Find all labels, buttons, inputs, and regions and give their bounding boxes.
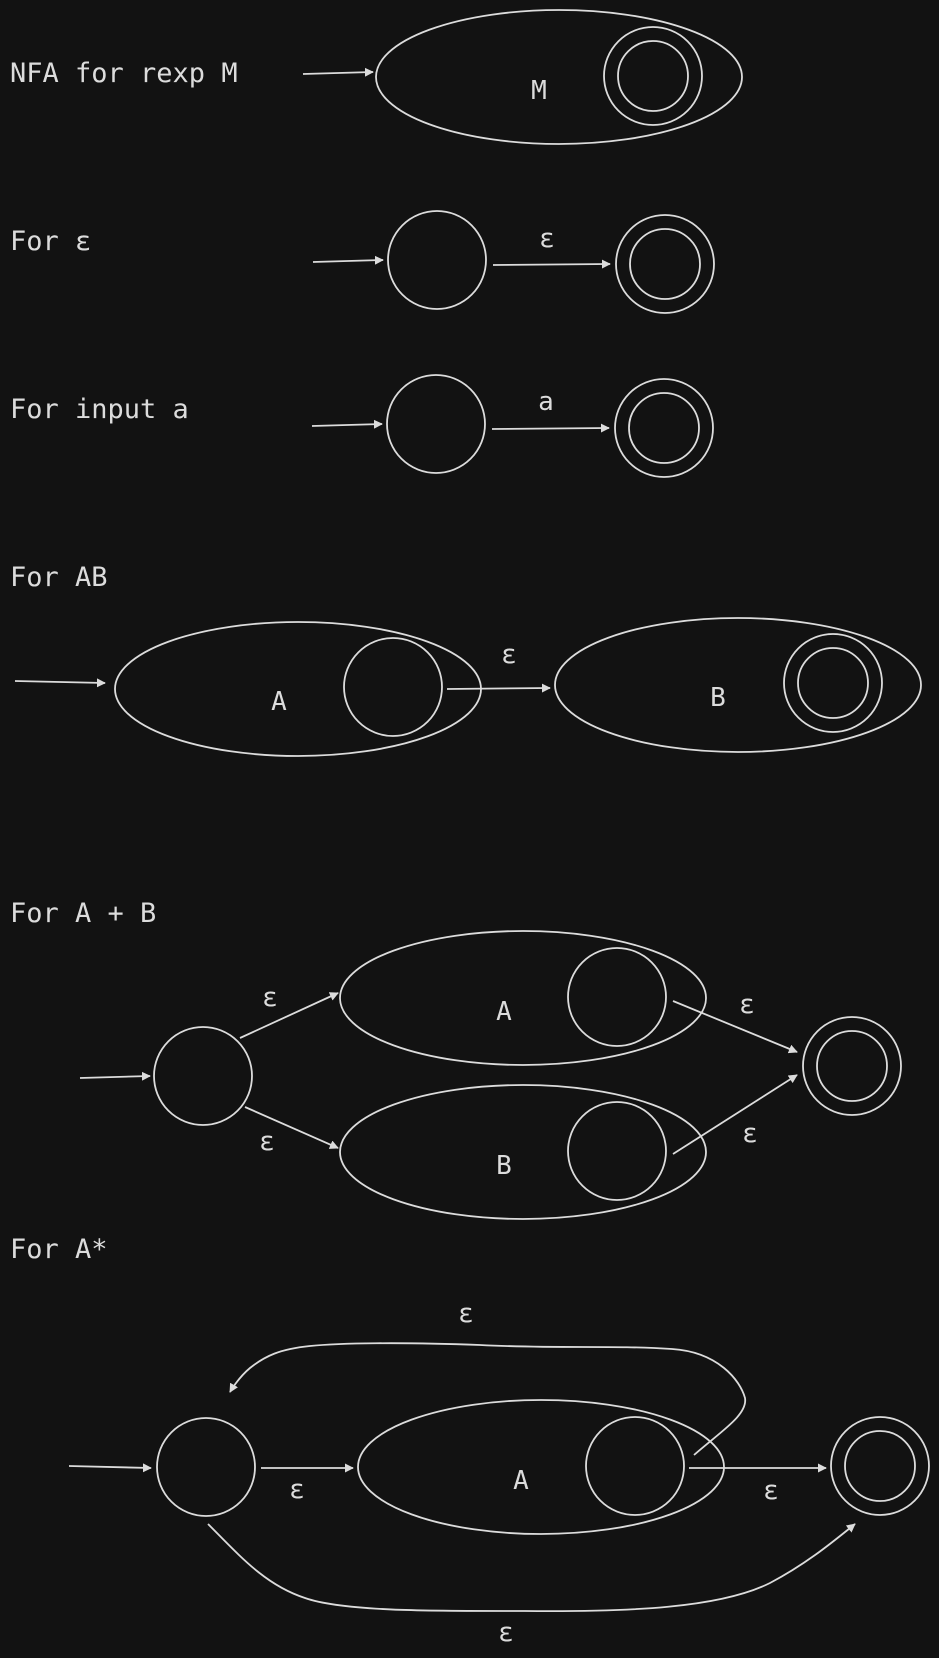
section-union-title: For A + B [10, 898, 156, 929]
section-input-title: For input a [10, 394, 189, 425]
accept-state-inner [844, 1430, 916, 1502]
machine-a [357, 1399, 725, 1535]
machine-a-label: A [271, 687, 287, 717]
epsilon-loop-back [229, 1342, 746, 1456]
section-star: For A* ε A ε ε ε [10, 1234, 930, 1648]
section-union: For A + B ε ε A B ε ε [10, 898, 902, 1220]
epsilon-to-b-label: ε [259, 1127, 275, 1157]
accept-state-outer [802, 1016, 902, 1116]
accept-state-inner [628, 392, 700, 464]
accept-state-inner [816, 1030, 888, 1102]
start-arrow [79, 1071, 151, 1081]
machine-m-label: M [531, 76, 547, 106]
section-rexp: NFA for rexp M M [10, 9, 743, 145]
start-arrow [302, 67, 374, 77]
section-epsilon-title: For ε [10, 226, 91, 257]
accept-state-inner [617, 40, 689, 112]
section-star-title: For A* [10, 1234, 108, 1265]
epsilon-skip-label: ε [498, 1618, 514, 1648]
section-concat-title: For AB [10, 562, 108, 593]
input-transition-label: a [538, 387, 554, 417]
start-state [153, 1026, 253, 1126]
accept-state-outer [614, 378, 714, 478]
epsilon-transition-label: ε [501, 640, 517, 670]
machine-a-label: A [513, 1466, 529, 1496]
machine-b-label: B [710, 683, 726, 713]
machine-b-label: B [496, 1151, 512, 1181]
accept-state-outer [603, 26, 703, 126]
machine-b [554, 617, 922, 753]
epsilon-from-a [672, 1000, 798, 1054]
epsilon-enter-a-label: ε [289, 1475, 305, 1505]
accept-state-outer [783, 633, 883, 733]
start-state [387, 210, 487, 310]
machine-a [114, 621, 482, 757]
accept-state-inner [629, 228, 701, 300]
epsilon-from-b [672, 1074, 798, 1155]
start-arrow [68, 1463, 152, 1473]
epsilon-transition [492, 259, 611, 269]
machine-a-label: A [496, 997, 512, 1027]
epsilon-loop-back-label: ε [458, 1299, 474, 1329]
accept-state-outer [615, 214, 715, 314]
epsilon-to-a [239, 992, 339, 1039]
epsilon-transition [446, 683, 551, 693]
section-input: For input a a [10, 374, 714, 478]
epsilon-transition-label: ε [539, 224, 555, 254]
machine-b-final-state [567, 1101, 667, 1201]
section-epsilon: For ε ε [10, 210, 715, 314]
machine-a-final-state [585, 1416, 685, 1516]
machine-a-final-state [343, 637, 443, 737]
section-rexp-title: NFA for rexp M [10, 58, 238, 89]
epsilon-skip [207, 1523, 856, 1613]
epsilon-to-b [244, 1106, 339, 1149]
machine-a [339, 930, 707, 1066]
epsilon-exit-a-label: ε [763, 1476, 779, 1506]
start-state [386, 374, 486, 474]
accept-state-inner [797, 647, 869, 719]
epsilon-to-a-label: ε [262, 983, 278, 1013]
start-arrow [311, 419, 383, 429]
input-transition [491, 423, 610, 433]
start-state [156, 1417, 256, 1517]
accept-state-outer [830, 1416, 930, 1516]
section-concat: For AB A ε B [10, 562, 922, 757]
machine-a-final-state [567, 947, 667, 1047]
machine-b [339, 1084, 707, 1220]
epsilon-from-b-label: ε [742, 1119, 758, 1149]
start-arrow [14, 678, 106, 688]
start-arrow [312, 255, 384, 265]
machine-m [375, 9, 743, 145]
epsilon-from-a-label: ε [739, 990, 755, 1020]
